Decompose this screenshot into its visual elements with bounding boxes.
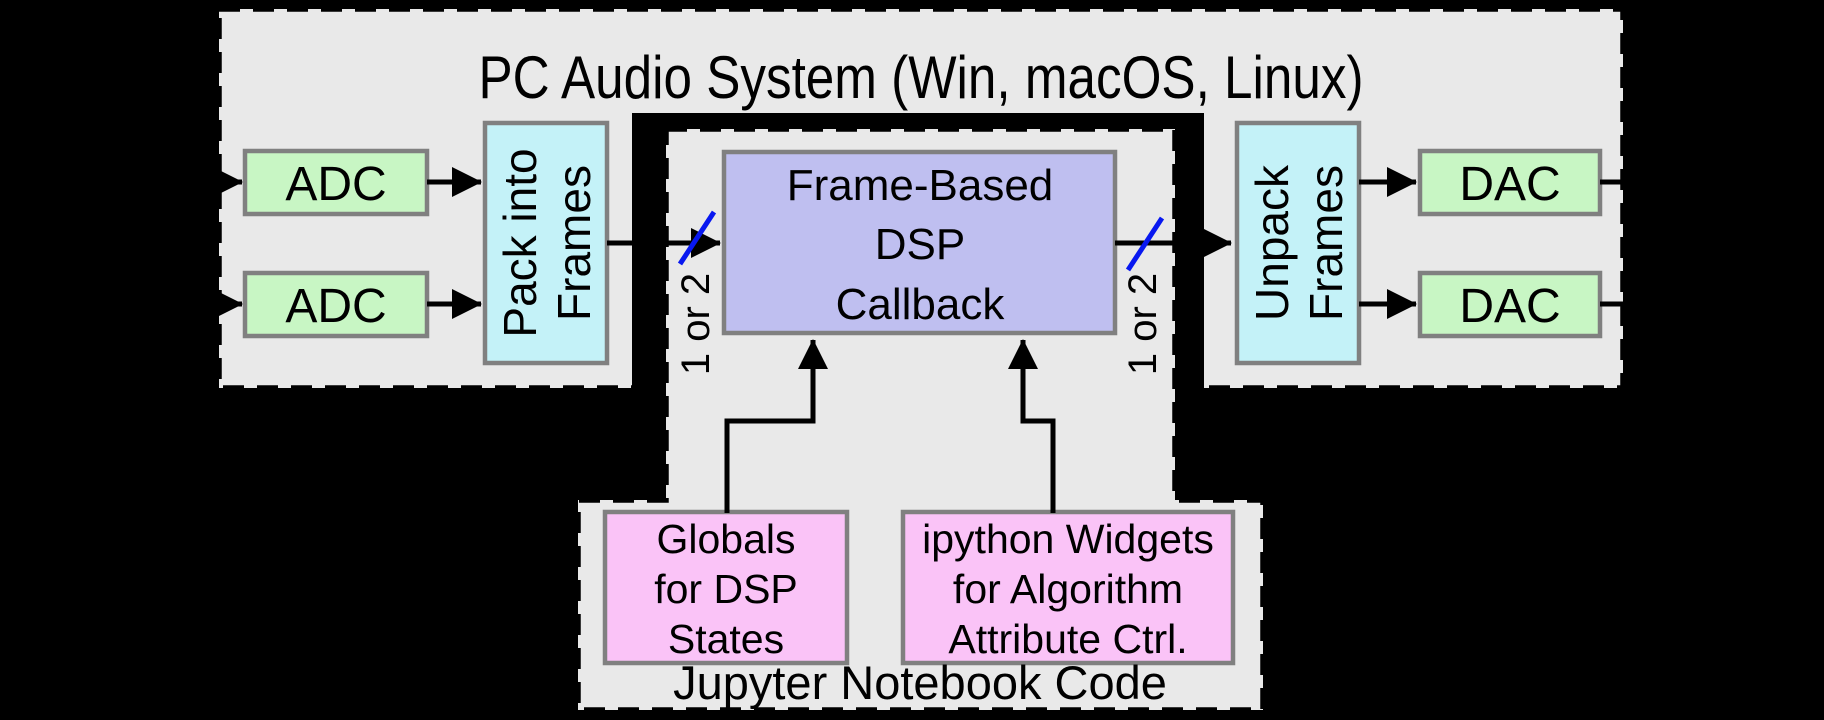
globals-label-line1: Globals bbox=[656, 516, 795, 562]
adc-box-bottom bbox=[242, 270, 430, 339]
adc-label-bottom: ADC bbox=[285, 280, 386, 333]
unpack-frames-label-line1: Unpack bbox=[1246, 164, 1298, 321]
arrow-widgets-to-dsp bbox=[1008, 339, 1056, 513]
dac-label-top: DAC bbox=[1459, 158, 1560, 211]
bus-width-label-left: 1 or 2 bbox=[674, 273, 718, 375]
pack-into-frames-box bbox=[482, 120, 610, 366]
adc-label-top: ADC bbox=[285, 158, 386, 211]
bus-slash-right-icon bbox=[1125, 216, 1165, 272]
ipython-widgets-label-line1: ipython Widgets bbox=[922, 516, 1214, 562]
dsp-callback-label-line2: DSP bbox=[875, 220, 965, 269]
bus-slash-left-icon bbox=[677, 210, 717, 266]
dac-box-top bbox=[1417, 148, 1603, 217]
unpack-frames-label-line2: Frames bbox=[1300, 165, 1352, 321]
dsp-callback-box bbox=[721, 149, 1118, 336]
ipython-widgets-label-line2: for Algorithm bbox=[953, 566, 1183, 612]
globals-label-line2: for DSP bbox=[654, 566, 798, 612]
ipython-widgets-box bbox=[900, 509, 1236, 666]
bus-width-label-right: 1 or 2 bbox=[1121, 273, 1165, 375]
dsp-callback-label-line1: Frame-Based bbox=[787, 161, 1054, 210]
ipython-widgets-label-line3: Attribute Ctrl. bbox=[948, 616, 1187, 662]
unpack-frames-box bbox=[1234, 120, 1362, 366]
globals-label-line3: States bbox=[668, 616, 784, 662]
adc-box-top bbox=[242, 148, 430, 217]
dsp-callback-label-line3: Callback bbox=[836, 280, 1006, 329]
pack-into-frames-label-line1: Pack into bbox=[494, 148, 546, 337]
arrow-globals-to-dsp bbox=[724, 339, 828, 513]
pc-audio-system-title: PC Audio System (Win, macOS, Linux) bbox=[479, 44, 1364, 111]
jupyter-notebook-caption: Jupyter Notebook Code bbox=[673, 656, 1167, 709]
dac-label-bottom: DAC bbox=[1459, 280, 1560, 333]
pack-into-frames-label-line2: Frames bbox=[548, 165, 600, 321]
